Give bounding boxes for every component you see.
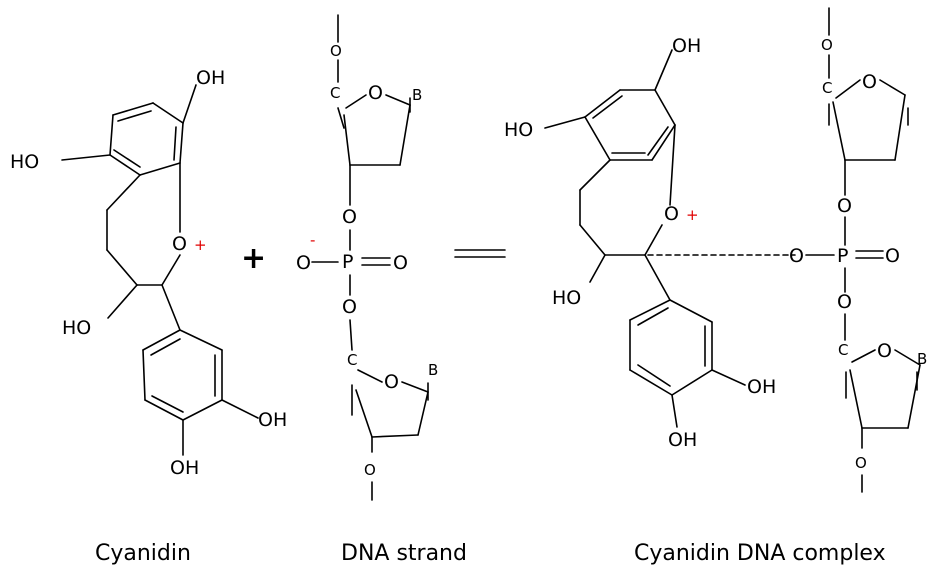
phosphorus-label: P (837, 245, 848, 267)
base-label: B (428, 361, 438, 379)
ring-oxygen-label: O (172, 233, 187, 255)
phosphorus-label: P (342, 251, 353, 273)
ring-oxygen-label: O (664, 203, 679, 225)
ho-label: HO (62, 317, 91, 339)
oxonium-charge: + (686, 206, 699, 224)
base-label: B (917, 350, 927, 368)
plus-sign: + (241, 241, 266, 276)
oxygen-label: O (862, 71, 877, 93)
oxygen-label: O (885, 245, 900, 267)
carbon-label: C (347, 351, 357, 369)
oh-label: OH (668, 429, 697, 451)
oh-label: OH (258, 409, 287, 431)
cyanidin-structure: OH HO O + HO OH OH (10, 67, 287, 479)
oxygen-label: O (877, 340, 892, 362)
base-label: B (412, 86, 422, 104)
oh-label: OH (672, 35, 701, 57)
complex-cyanidin-structure: OH HO O + HO OH OH (504, 35, 796, 451)
oxygen-label: O (393, 252, 408, 274)
ho-label: HO (552, 287, 581, 309)
oxygen-label: O (342, 296, 357, 318)
oxygen-label: O (368, 82, 383, 104)
oxygen-label: O (855, 454, 867, 472)
oxygen-label: O (384, 371, 399, 393)
oxygen-label: O (789, 245, 804, 267)
oxygen-label: O (837, 195, 852, 217)
oxonium-charge: + (194, 236, 207, 254)
oxygen-label: O (821, 36, 833, 54)
oh-label: OH (747, 376, 776, 398)
oh-label: OH (170, 457, 199, 479)
oxygen-label: O (342, 206, 357, 228)
oxygen-label: O (296, 252, 311, 274)
negative-charge: - (310, 231, 315, 249)
oxygen-label: O (837, 291, 852, 313)
equals-sign (454, 249, 506, 258)
ho-label: HO (10, 151, 39, 173)
oh-label: OH (196, 67, 225, 89)
complex-caption: Cyanidin DNA complex (634, 541, 886, 566)
carbon-label: C (822, 79, 832, 97)
oxygen-label: O (364, 461, 376, 479)
dna-strand-structure: O C O B O P O - O O C O B (296, 14, 438, 501)
ho-label: HO (504, 119, 533, 141)
oxygen-label: O (330, 42, 342, 60)
carbon-label: C (330, 84, 340, 102)
cyanidin-caption: Cyanidin (95, 541, 191, 566)
carbon-label: C (838, 341, 848, 359)
dna-strand-caption: DNA strand (341, 541, 467, 566)
complex-dna-structure: O C O O O P O O C O B O (789, 7, 927, 493)
